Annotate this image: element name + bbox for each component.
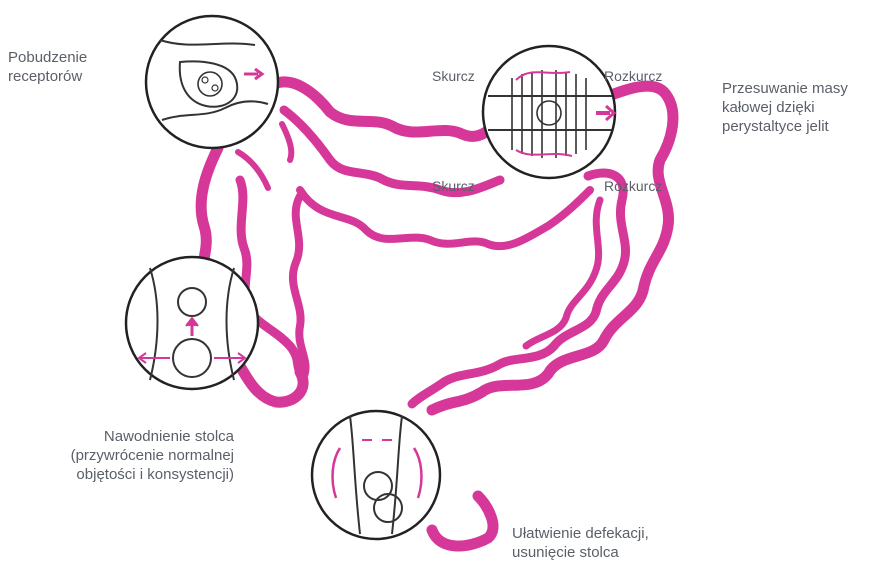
defecation-label-line-2: usunięcie stolca [512,543,649,562]
peristalsis-label-line-1: Przesuwanie masy [722,79,848,98]
hydration-label-line-2: (przywrócenie normalnej [71,446,234,465]
hydration-circle [126,257,258,389]
receptors-label: Pobudzenie receptorów [8,48,87,86]
hydration-label-line-3: objętości i konsystencji) [71,465,234,484]
receptors-label-line-2: receptorów [8,67,87,86]
defecation-label-line-1: Ułatwienie defekacji, [512,524,649,543]
peristalsis-label: Przesuwanie masy kałowej dzięki perystal… [722,79,848,136]
receptors-label-line-1: Pobudzenie [8,48,87,67]
defecation-label: Ułatwienie defekacji, usunięcie stolca [512,524,649,562]
hydration-label: Nawodnienie stolca (przywrócenie normaln… [71,427,234,484]
receptors-circle [146,16,278,148]
colon-fold [282,124,291,160]
peristalsis-circle [483,46,615,178]
relaxation-bottom-label: Rozkurcz [604,177,662,196]
colon-transverse-lower [300,190,590,246]
contraction-bottom-label: Skurcz [432,177,475,196]
contraction-top-label: Skurcz [432,67,475,86]
hydration-label-line-1: Nawodnienie stolca [71,427,234,446]
defecation-circle [312,411,440,539]
peristalsis-label-line-3: perystaltyce jelit [722,117,848,136]
relaxation-top-label: Rozkurcz [604,67,662,86]
peristalsis-label-line-2: kałowej dzięki [722,98,848,117]
